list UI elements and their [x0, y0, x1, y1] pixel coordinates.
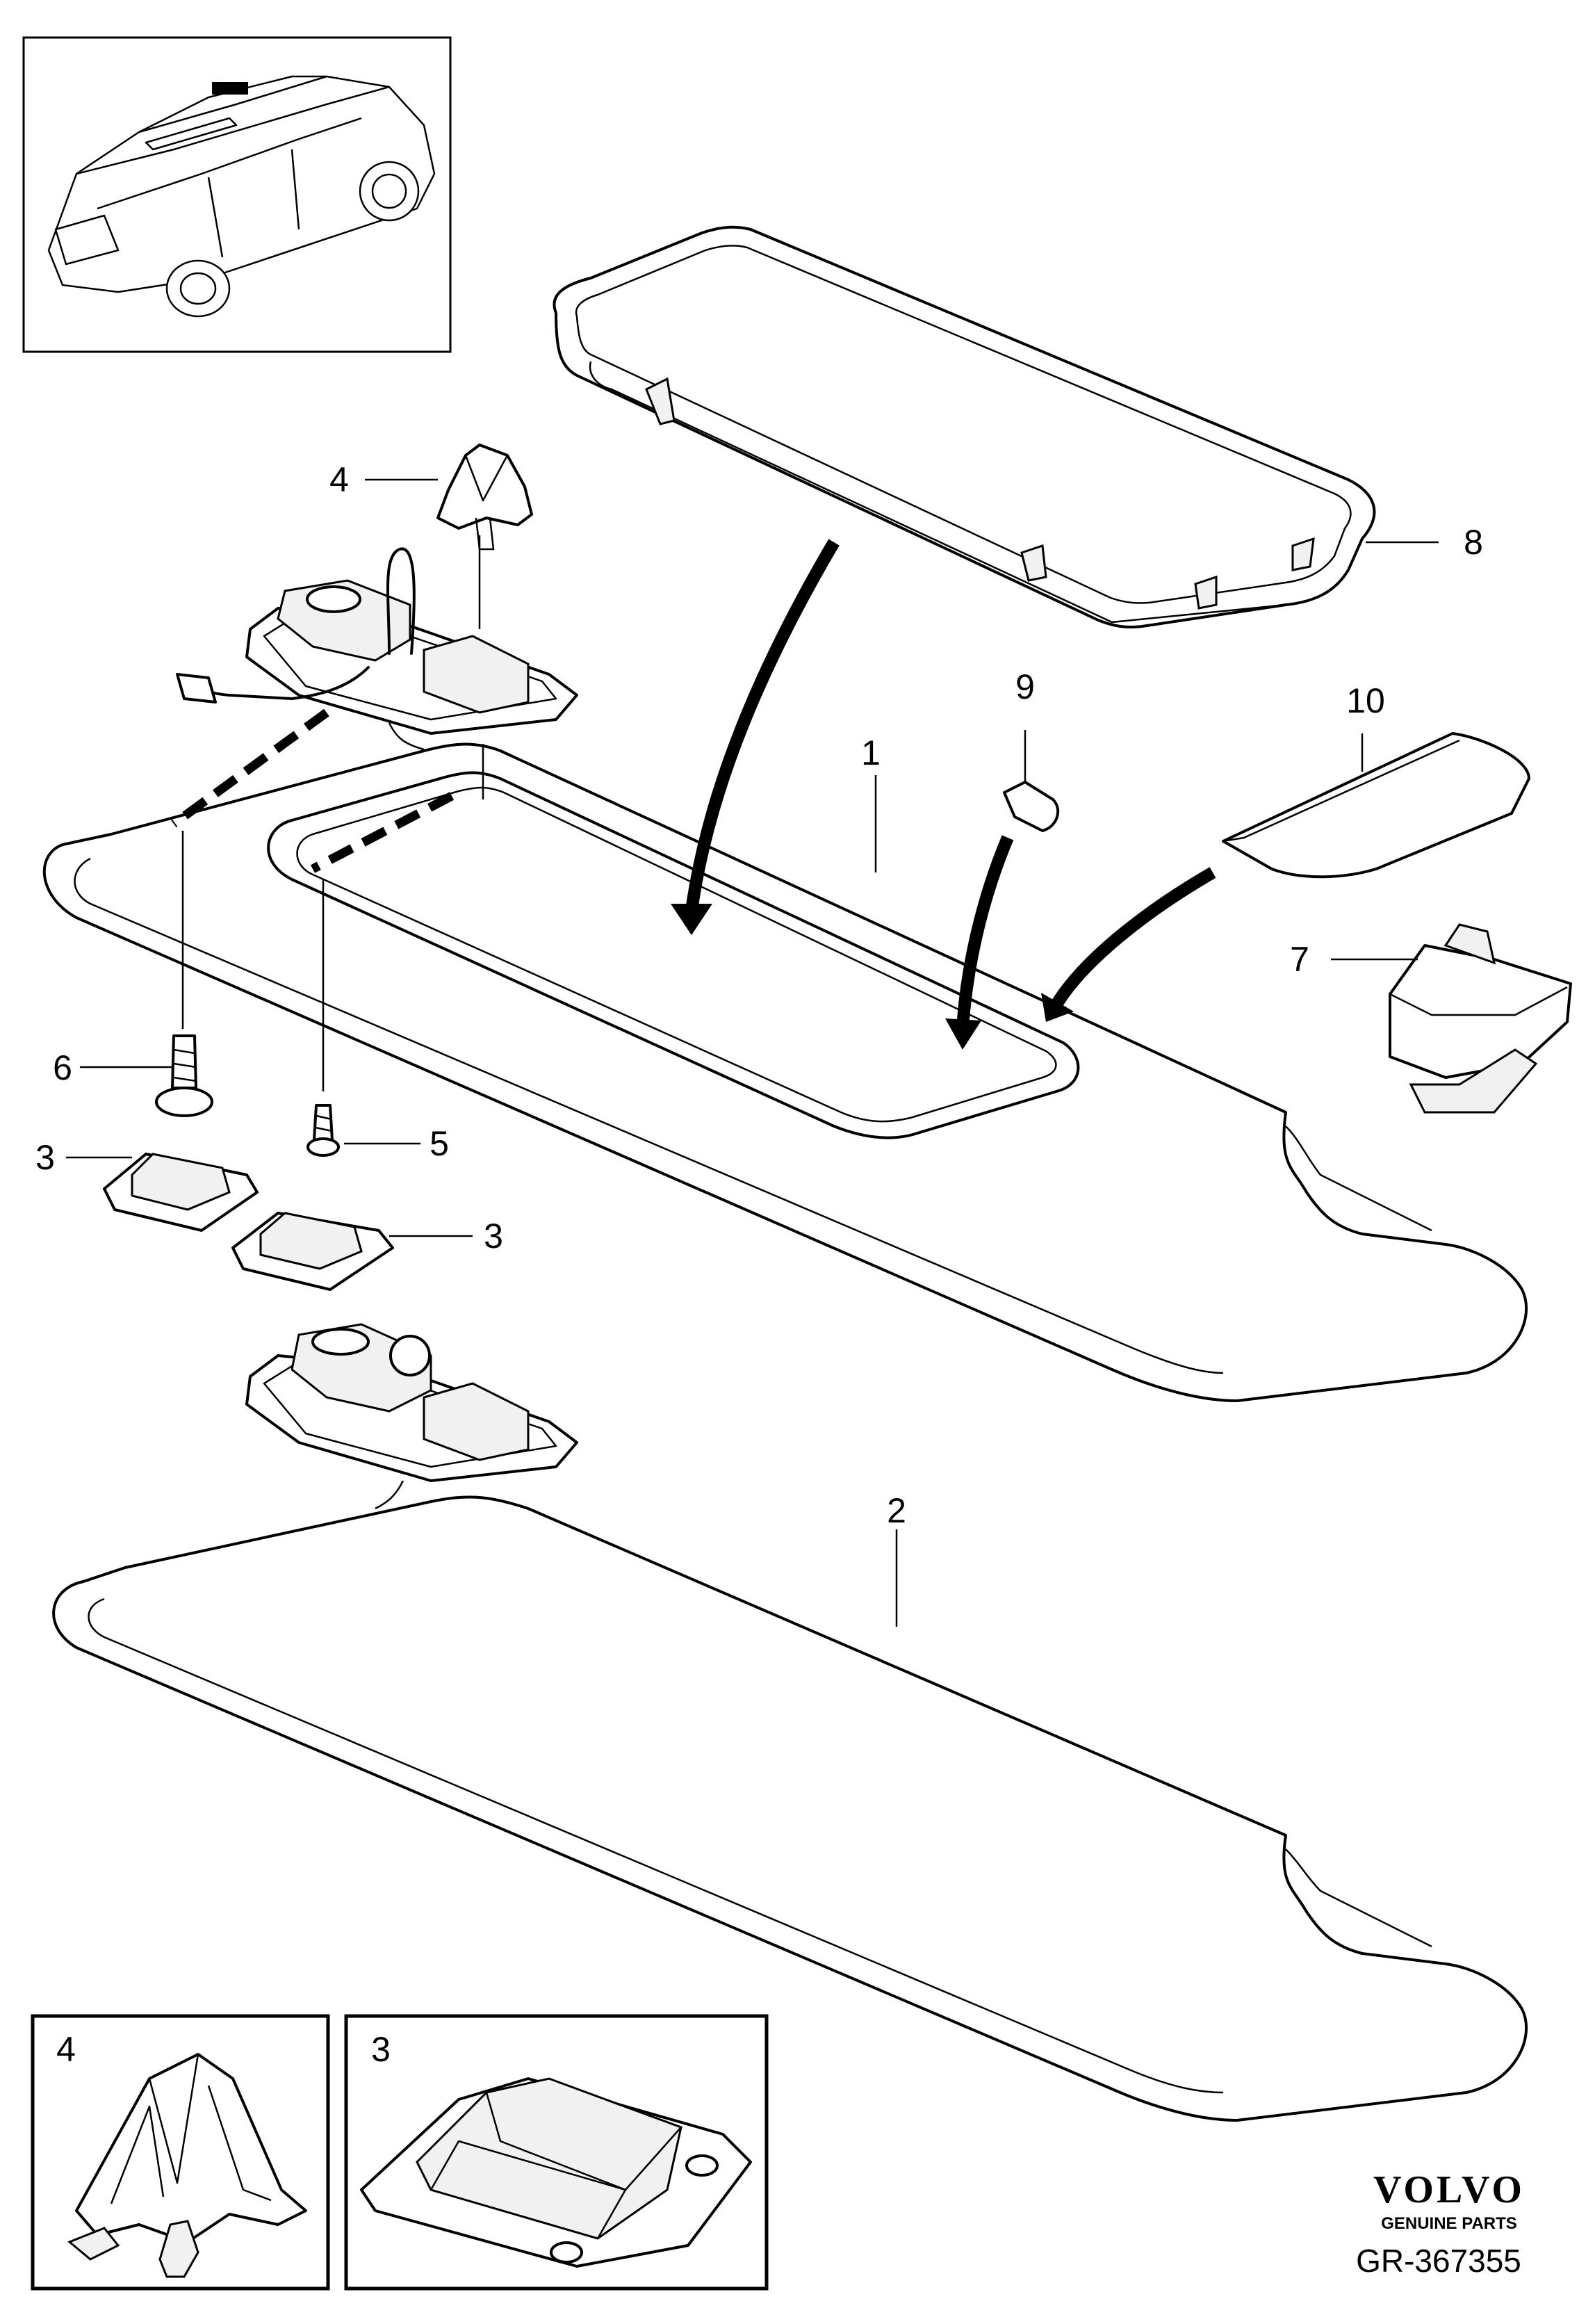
callout-3-left: 3 — [35, 1138, 55, 1177]
detail-4-label: 4 — [56, 2030, 76, 2069]
screw-6 — [155, 1034, 213, 1117]
assembly-arrows — [671, 539, 1216, 1050]
callout-7: 7 — [1290, 940, 1309, 979]
assembly-guides — [171, 535, 484, 1091]
genuine-parts-tagline: GENUINE PARTS — [1381, 2214, 1517, 2233]
bulb — [1003, 781, 1060, 832]
callout-6: 6 — [53, 1048, 72, 1087]
lamp-cover — [1222, 732, 1530, 879]
vehicle-locator-inset — [22, 36, 452, 353]
callout-4: 4 — [329, 460, 349, 499]
callout-9: 9 — [1015, 667, 1035, 706]
mirror-frame — [553, 225, 1376, 628]
detail-inset-3: 3 — [344, 2014, 769, 2291]
clip-3-right — [231, 1212, 394, 1291]
callout-numbers: 1 2 3 3 4 5 6 7 8 9 10 — [35, 460, 1483, 1530]
lamp-housing-lower — [245, 1323, 578, 1510]
screw-5 — [306, 1104, 340, 1157]
detail-inset-4: 4 — [31, 2014, 330, 2291]
callout-2: 2 — [887, 1491, 906, 1530]
volvo-logo: VOLVO — [1373, 2168, 1525, 2211]
document-number: GR-367355 — [1356, 2243, 1521, 2279]
callout-10: 10 — [1346, 681, 1385, 720]
sun-visor-upper — [42, 742, 1528, 1402]
branding: VOLVO GENUINE PARTS GR-367355 — [1356, 2168, 1525, 2279]
callout-3-right: 3 — [484, 1217, 503, 1256]
clip-3-left — [103, 1153, 259, 1232]
lamp-socket — [1389, 923, 1572, 1114]
callout-1: 1 — [861, 733, 881, 772]
callout-8: 8 — [1464, 523, 1483, 562]
retaining-clip-small — [436, 444, 533, 551]
sun-visor-location-marker — [212, 82, 248, 95]
callout-leaders — [66, 478, 1439, 1627]
lamp-housing-upper — [176, 547, 578, 751]
callout-5: 5 — [430, 1124, 449, 1163]
detail-3-label: 3 — [371, 2030, 391, 2069]
sun-visor-lower — [52, 1495, 1528, 2122]
